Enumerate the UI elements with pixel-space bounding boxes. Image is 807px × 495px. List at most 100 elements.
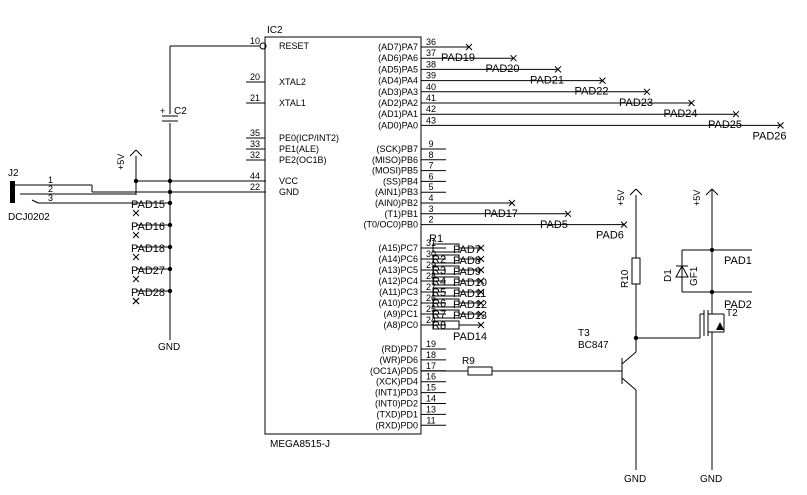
portc-pad-label: PAD8 [453, 255, 481, 267]
left-pad-label: PAD15 [131, 199, 165, 211]
ic-right-pin-number: 8 [428, 150, 433, 160]
power-net: +5V GND [92, 149, 266, 353]
ic-right-pin-number: 28 [426, 271, 436, 281]
left-pad-label: PAD27 [131, 265, 165, 277]
output-stage: +5V D1 GF1 PAD1 PAD2 T2 GND [663, 188, 752, 485]
ic-right-pin-number: 2 [428, 215, 433, 225]
portc-resistor-ref: R6 [432, 298, 446, 310]
portc-resistor-ref: R7 [432, 309, 446, 321]
no-connect-mark [132, 231, 140, 239]
no-connect-mark [477, 255, 485, 263]
ic-right-pin-number: 5 [428, 182, 433, 192]
output-pad-1: PAD1 [724, 255, 752, 267]
portb-pad-net: PAD17 [446, 199, 518, 220]
ic-right-pin-name: (A8)PC0 [383, 320, 418, 330]
no-connect-mark [132, 209, 140, 217]
ic-right-pin: (RD)PD7 19 [381, 339, 446, 354]
ic-right-pin-number: 30 [426, 249, 436, 259]
ic-right-pin-name: (AD7)PA7 [378, 42, 418, 52]
ic-right-pin-number: 9 [428, 139, 433, 149]
ic-right-pin-name: (XCK)PD4 [376, 377, 418, 387]
no-connect-mark [477, 310, 485, 318]
ic-left-pin-number: 21 [250, 93, 260, 103]
ic-left-pin-name: PE0(ICP/INT2) [279, 133, 339, 143]
resistor-r10 [631, 257, 641, 285]
porta-pad-net: PAD19 [441, 43, 475, 64]
ic-right-pin-name: (AD5)PA5 [378, 64, 418, 74]
no-connect-mark [132, 297, 140, 305]
portb-pad-net: PAD6 [446, 221, 628, 242]
ic-right-pin-number: 27 [426, 282, 436, 292]
no-connect-mark [477, 266, 485, 274]
no-connect-mark [132, 275, 140, 283]
ic-right-pin-name: (RD)PD7 [381, 344, 418, 354]
ic-right-pin-name: (AD3)PA3 [378, 87, 418, 97]
no-connect-mark [510, 54, 517, 62]
no-connect-mark [508, 199, 516, 207]
left-pad-label: PAD28 [131, 287, 165, 299]
output-pad-2: PAD2 [724, 299, 752, 311]
no-connect-mark [132, 253, 140, 261]
capacitor-polarity: + [160, 106, 165, 116]
porta-pad-net: PAD25 [446, 110, 742, 131]
diode-label: GF1 [689, 266, 700, 286]
portc-pad-label: PAD12 [453, 299, 487, 311]
ic-right-pin-name: (INT1)PD3 [375, 388, 418, 398]
left-pad-label: PAD16 [131, 221, 165, 233]
ic-right-pin-number: 7 [428, 161, 433, 171]
supply-label-left: +5V [116, 154, 126, 170]
no-connect-mark [564, 210, 572, 218]
ic-right-pin-name: (MISO)PB6 [372, 155, 418, 165]
ic-right-pin-number: 19 [426, 339, 436, 349]
ic-ref: IC2 [267, 25, 283, 36]
ic-right-pin-number: 36 [426, 37, 436, 47]
gnd-label-transistor: GND [624, 474, 646, 485]
no-connect-mark [777, 122, 784, 129]
connector-j2: J2 DCJ0202 1 2 3 [8, 168, 136, 223]
resistor-r9 [467, 366, 493, 376]
porta-pad-net: PAD26 [446, 122, 787, 142]
ic-body [264, 36, 422, 435]
ic-right-pin-name: (A15)PC7 [378, 243, 418, 253]
ic-right-pin-number: 31 [426, 238, 436, 248]
portc-resistor-ref: R3 [432, 265, 446, 277]
left-pad-net: PAD18 [131, 243, 173, 261]
ic-left-pin-name: PE1(ALE) [279, 144, 319, 154]
ic-right-pin-name: (SS)PB4 [383, 176, 418, 186]
ic-right-pin-number: 3 [428, 204, 433, 214]
connector-pin-2: 2 [48, 184, 53, 194]
ic-right-pin-name: (A9)PC1 [383, 309, 418, 319]
ic-right-pin-name: (INT0)PD2 [375, 399, 418, 409]
capacitor-ref: C2 [174, 106, 187, 117]
supply-label-output: +5V [692, 190, 702, 206]
ic-right-pin-name: (A13)PC5 [378, 265, 418, 275]
mosfet-diode [716, 322, 724, 330]
porta-pad-net: PAD24 [446, 99, 698, 120]
ic-left-pin-number: 33 [250, 139, 260, 149]
ic-part: MEGA8515-J [270, 439, 330, 450]
no-connect-mark [599, 77, 606, 84]
ic-right-pin-number: 40 [426, 82, 436, 92]
transistor-ref: T3 [578, 328, 590, 339]
portc-pad-label: PAD14 [453, 331, 487, 343]
portc-resistor-ref: R5 [432, 287, 446, 299]
ic-right-pin-number: 24 [426, 315, 436, 325]
ic-left-pin-number: 10 [250, 36, 260, 46]
ic-right-pin: (MISO)PB6 8 [372, 150, 446, 165]
